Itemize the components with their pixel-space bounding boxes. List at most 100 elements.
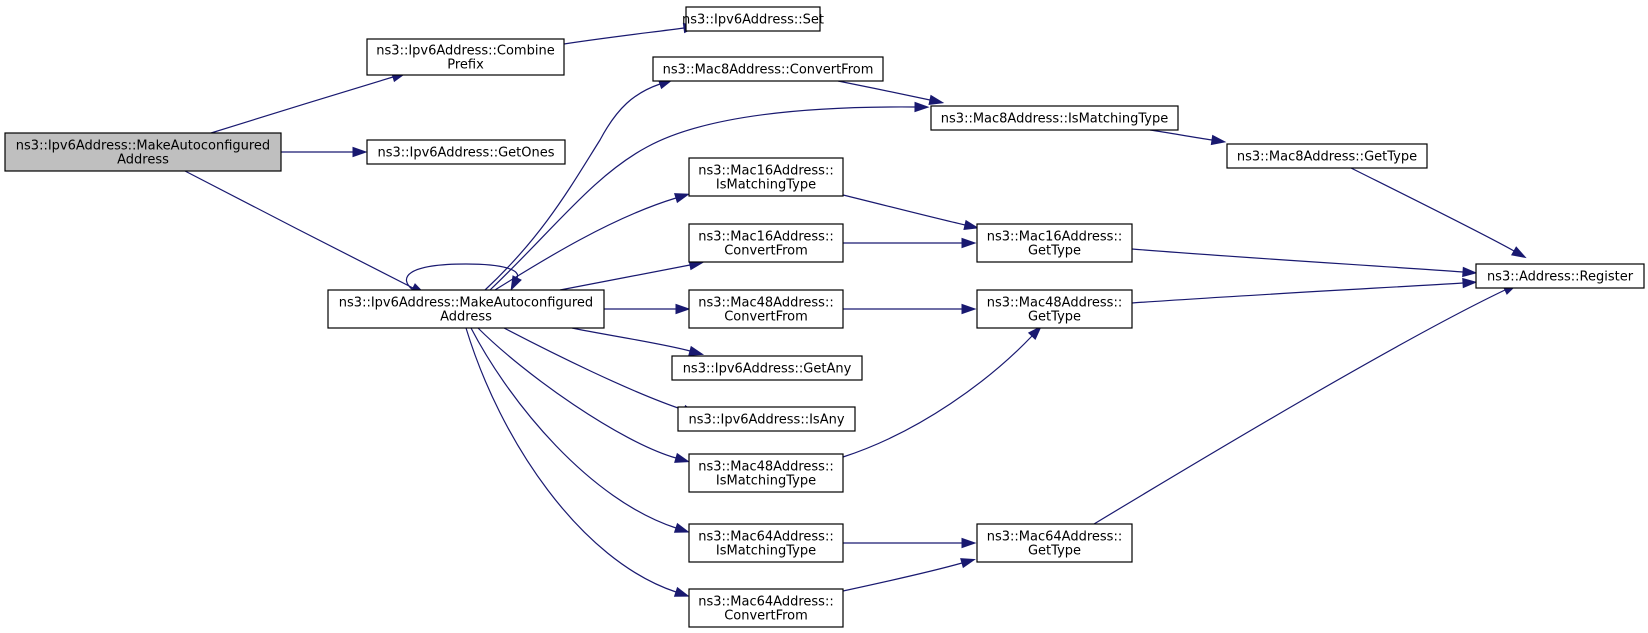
arrowhead-make2-to-mac48match (674, 452, 690, 463)
node-label: ns3::Mac16Address:: (987, 230, 1122, 245)
node-label: IsMatchingType (716, 178, 816, 193)
node-label: ns3::Ipv6Address::MakeAutoconfigured (339, 296, 593, 311)
edges-layer (184, 22, 1527, 597)
node-register[interactable]: ns3::Address::Register (1475, 263, 1645, 289)
node-box[interactable] (685, 6, 821, 32)
arrowhead-mac48type-to-register (1462, 277, 1478, 289)
node-label: ns3::Mac8Address::ConvertFrom (663, 63, 874, 78)
node-box[interactable] (688, 157, 844, 197)
node-box[interactable] (688, 523, 844, 563)
node-box[interactable] (677, 406, 856, 432)
node-mac48conv[interactable]: ns3::Mac48Address::ConvertFrom (688, 289, 844, 329)
node-box[interactable] (688, 289, 844, 329)
edge-mac8type-to-register (1350, 167, 1515, 252)
node-root[interactable]: ns3::Ipv6Address::MakeAutoconfiguredAddr… (4, 132, 282, 172)
node-box[interactable] (1226, 143, 1428, 169)
edge-mac16type-to-register (1131, 248, 1464, 273)
arrowhead-mac16match-to-mac16type (963, 219, 980, 230)
arrowhead-make2-to-mac64match (673, 522, 690, 533)
edge-make2-to-mac16match (494, 197, 677, 291)
node-label: ns3::Mac64Address:: (698, 530, 833, 545)
node-label: ConvertFrom (724, 609, 808, 624)
node-label: GetType (1028, 544, 1081, 559)
node-label: ns3::Mac16Address:: (698, 230, 833, 245)
node-label: ns3::Ipv6Address::MakeAutoconfigured (16, 139, 270, 154)
node-box[interactable] (688, 453, 844, 493)
node-box[interactable] (366, 139, 566, 165)
node-label: ns3::Mac16Address:: (698, 164, 833, 179)
node-mac16conv[interactable]: ns3::Mac16Address::ConvertFrom (688, 223, 844, 263)
arrowhead-make2-to-mac8match (914, 101, 930, 113)
node-label: ns3::Mac48Address:: (987, 296, 1122, 311)
arrowhead-mac8conv-to-mac8match (928, 94, 945, 105)
node-label: ns3::Ipv6Address::GetOnes (377, 146, 554, 161)
node-label: GetType (1028, 244, 1081, 259)
node-label: ns3::Mac8Address::IsMatchingType (941, 112, 1168, 127)
arrowhead-mac48conv-to-mac48type (961, 303, 977, 315)
node-label: ns3::Ipv6Address::Combine (376, 44, 554, 59)
arrowhead-mac64conv-to-mac64type (960, 558, 976, 569)
node-label: ns3::Mac64Address:: (698, 595, 833, 610)
node-box[interactable] (366, 38, 565, 76)
arrowhead-mac16conv-to-mac16type (961, 237, 977, 249)
arrowhead-make2-to-mac48conv (675, 303, 691, 315)
node-mac64conv[interactable]: ns3::Mac64Address::ConvertFrom (688, 588, 844, 628)
node-make2[interactable]: ns3::Ipv6Address::MakeAutoconfiguredAddr… (327, 289, 605, 329)
node-getany[interactable]: ns3::Ipv6Address::GetAny (671, 355, 863, 381)
edge-combine-to-set (563, 27, 685, 45)
edge-make2-to-mac48match (477, 327, 677, 459)
node-label: ns3::Address::Register (1487, 270, 1634, 285)
node-label: ns3::Mac8Address::GetType (1237, 150, 1417, 165)
edge-root-to-make2 (184, 170, 414, 289)
node-mac8type[interactable]: ns3::Mac8Address::GetType (1226, 143, 1428, 169)
edge-mac64conv-to-mac64type (842, 562, 963, 592)
nodes-layer: ns3::Ipv6Address::MakeAutoconfiguredAddr… (4, 6, 1645, 628)
node-label: ns3::Ipv6Address::Set (682, 13, 824, 28)
node-box[interactable] (671, 355, 863, 381)
node-label: ConvertFrom (724, 310, 808, 325)
arrowhead-mac64match-to-mac64type (961, 537, 977, 549)
arrowhead-mac8match-to-mac8type (1210, 134, 1227, 146)
node-isany[interactable]: ns3::Ipv6Address::IsAny (677, 406, 856, 432)
edge-make2-to-isany (503, 327, 685, 411)
arrowhead-mac16type-to-register (1462, 266, 1478, 278)
node-box[interactable] (1475, 263, 1645, 289)
node-label: ConvertFrom (724, 244, 808, 259)
node-label: ns3::Mac48Address:: (698, 460, 833, 475)
node-set[interactable]: ns3::Ipv6Address::Set (682, 6, 824, 32)
node-box[interactable] (976, 223, 1133, 263)
node-box[interactable] (688, 223, 844, 263)
node-box[interactable] (688, 588, 844, 628)
node-mac16match[interactable]: ns3::Mac16Address::IsMatchingType (688, 157, 844, 197)
node-label: ns3::Ipv6Address::IsAny (688, 413, 844, 428)
arrowhead-root-to-getones (352, 146, 368, 158)
edge-mac8match-to-mac8type (1149, 129, 1213, 141)
node-box[interactable] (4, 132, 282, 172)
edge-make2-to-mac64conv (465, 327, 677, 593)
edge-mac48type-to-register (1131, 282, 1464, 304)
node-label: Address (440, 310, 492, 325)
node-box[interactable] (976, 523, 1133, 563)
node-mac48type[interactable]: ns3::Mac48Address::GetType (976, 289, 1133, 329)
node-mac64match[interactable]: ns3::Mac64Address::IsMatchingType (688, 523, 844, 563)
node-mac8conv[interactable]: ns3::Mac8Address::ConvertFrom (652, 56, 884, 82)
node-box[interactable] (652, 56, 884, 82)
edge-make2-to-mac8match (489, 106, 916, 291)
edge-mac8conv-to-mac8match (837, 80, 931, 101)
arrowhead-mac8type-to-register (1511, 246, 1527, 259)
node-box[interactable] (976, 289, 1133, 329)
node-label: ns3::Mac64Address:: (987, 530, 1122, 545)
node-getones[interactable]: ns3::Ipv6Address::GetOnes (366, 139, 566, 165)
arrowhead-make2-to-getany (688, 345, 705, 356)
arrowhead-make2-to-mac16match (674, 193, 690, 204)
node-box[interactable] (327, 289, 605, 329)
node-mac16type[interactable]: ns3::Mac16Address::GetType (976, 223, 1133, 263)
edge-root-to-combine (210, 76, 394, 134)
node-mac64type[interactable]: ns3::Mac64Address::GetType (976, 523, 1133, 563)
arrowhead-make2-to-mac64conv (673, 586, 690, 597)
node-mac48match[interactable]: ns3::Mac48Address::IsMatchingType (688, 453, 844, 493)
node-mac8match[interactable]: ns3::Mac8Address::IsMatchingType (930, 105, 1179, 131)
edge-make2-to-mac16conv (559, 264, 691, 291)
node-box[interactable] (930, 105, 1179, 131)
